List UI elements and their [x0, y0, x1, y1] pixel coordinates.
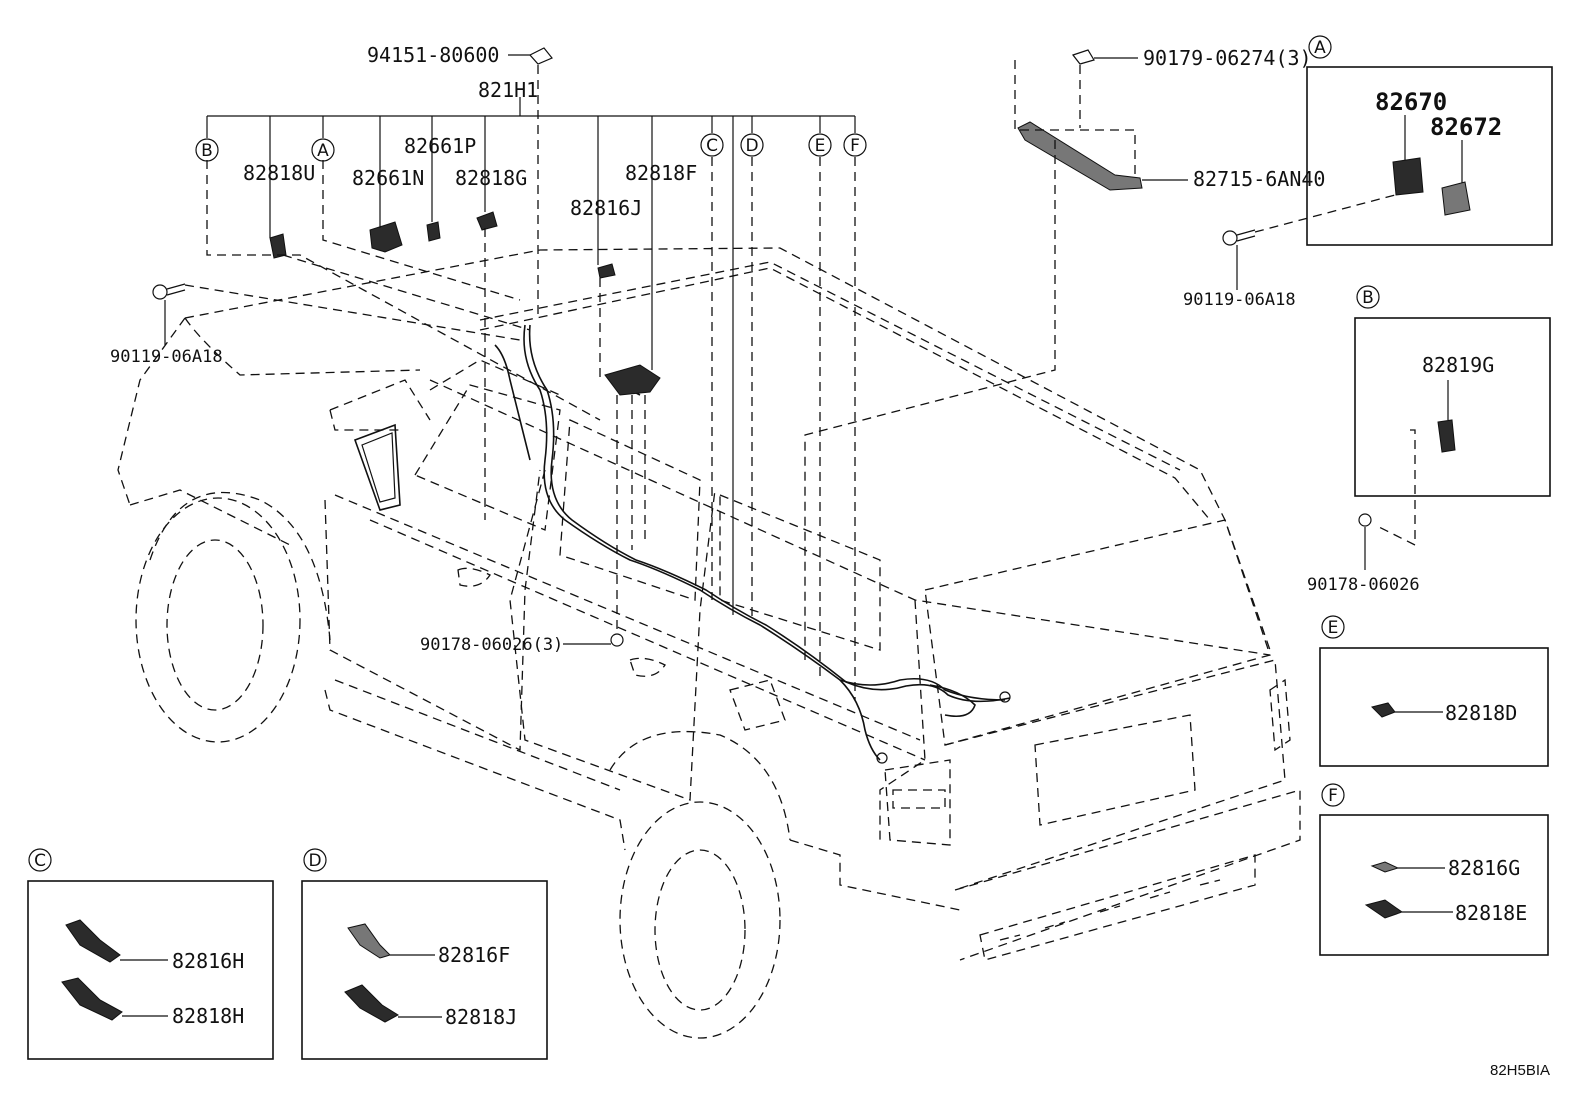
callout-E-marker: E [808, 133, 832, 157]
svg-text:F: F [850, 136, 860, 156]
clip-90178-icon [1358, 513, 1372, 527]
connector-82661N-icon [369, 221, 403, 253]
label-82816J: 82816J [570, 196, 642, 220]
bolt-90119-right-icon [1222, 230, 1238, 246]
leader-lines [164, 54, 1416, 700]
label-82816H: 82816H [172, 949, 244, 973]
svg-text:A: A [1314, 38, 1326, 58]
module-82670-icon [1392, 157, 1424, 196]
label-90179-06274: 90179-06274(3) [1143, 46, 1312, 70]
figure-reference: 82H5BIA [1490, 1062, 1550, 1079]
scuff-82816F-icon [347, 923, 391, 959]
part-labels: 94151-80600 821H1 90179-06274(3) 82715-6… [110, 43, 1420, 655]
label-82670: 82670 [1375, 88, 1447, 116]
label-82818E: 82818E [1455, 901, 1527, 925]
svg-text:D: D [308, 851, 321, 871]
callout-F-marker: F [843, 133, 867, 157]
label-90119-06A18-left: 90119-06A18 [110, 347, 223, 367]
label-82818G: 82818G [455, 166, 527, 190]
detail-box-E: E 82818D [1319, 615, 1549, 767]
svg-text:F: F [1328, 786, 1338, 806]
label-82816G: 82816G [1448, 856, 1520, 880]
label-82818F: 82818F [625, 161, 697, 185]
label-82818J: 82818J [445, 1005, 517, 1029]
scuff-82818H-icon [61, 977, 123, 1021]
detail-box-B: B 82819G [1354, 285, 1551, 497]
connector-82661P-icon [426, 221, 441, 242]
detail-box-C: C 82816H 82818H [27, 848, 274, 1060]
svg-text:A: A [317, 141, 329, 161]
svg-text:E: E [815, 136, 826, 156]
label-82661N: 82661N [352, 166, 424, 190]
label-82818D: 82818D [1445, 701, 1517, 725]
svg-text:B: B [201, 141, 213, 161]
connector-82816G-icon [1370, 861, 1400, 873]
clip-94151-icon [529, 47, 553, 65]
detail-box-D: D 82816F 82818J [301, 848, 548, 1060]
callout-B-marker: B [195, 138, 219, 162]
clip-90178-3-icon [610, 633, 624, 647]
detail-box-A: A 82670 82672 [1306, 35, 1553, 246]
connector-82818D-icon [1371, 702, 1396, 718]
connector-82818E-icon [1364, 899, 1404, 919]
detail-box-F: F 82816G 82818E [1319, 783, 1549, 956]
label-90178-06026: 90178-06026 [1307, 575, 1420, 595]
label-90178-06026-3: 90178-06026(3) [420, 635, 563, 655]
label-82818U: 82818U [243, 161, 315, 185]
label-82715-6AN40: 82715-6AN40 [1193, 167, 1325, 191]
svg-text:B: B [1362, 288, 1374, 308]
svg-text:D: D [745, 136, 758, 156]
connector-82818G-icon [476, 211, 498, 231]
svg-text:C: C [34, 851, 46, 871]
connector-82818F-icon [604, 364, 661, 396]
connector-82819G-icon [1437, 419, 1456, 453]
callout-C-marker: C [700, 133, 724, 157]
scuff-82816H-icon [65, 919, 121, 963]
connector-82816J-icon [597, 263, 616, 279]
callout-D-marker: D [740, 133, 764, 157]
label-82818H: 82818H [172, 1004, 244, 1028]
callout-A-marker: A [311, 138, 335, 162]
label-82672: 82672 [1430, 113, 1502, 141]
bolt-90119-left-icon [152, 284, 168, 300]
bracket-82715-icon [1017, 121, 1143, 191]
label-821H1: 821H1 [478, 78, 538, 102]
label-90119-06A18-right: 90119-06A18 [1183, 290, 1296, 310]
vehicle-outline [117, 247, 1301, 1039]
label-82819G: 82819G [1422, 353, 1494, 377]
scuff-82818J-icon [344, 984, 399, 1023]
cover-82672-icon [1441, 181, 1471, 216]
label-82661P: 82661P [404, 134, 476, 158]
svg-text:E: E [1328, 618, 1339, 638]
label-82816F: 82816F [438, 943, 510, 967]
svg-text:C: C [706, 136, 718, 156]
callout-markers: B A C D E F [195, 133, 867, 162]
clip-90179-icon [1072, 49, 1095, 65]
label-94151-80600: 94151-80600 [367, 43, 499, 67]
car-parts [152, 47, 1372, 647]
